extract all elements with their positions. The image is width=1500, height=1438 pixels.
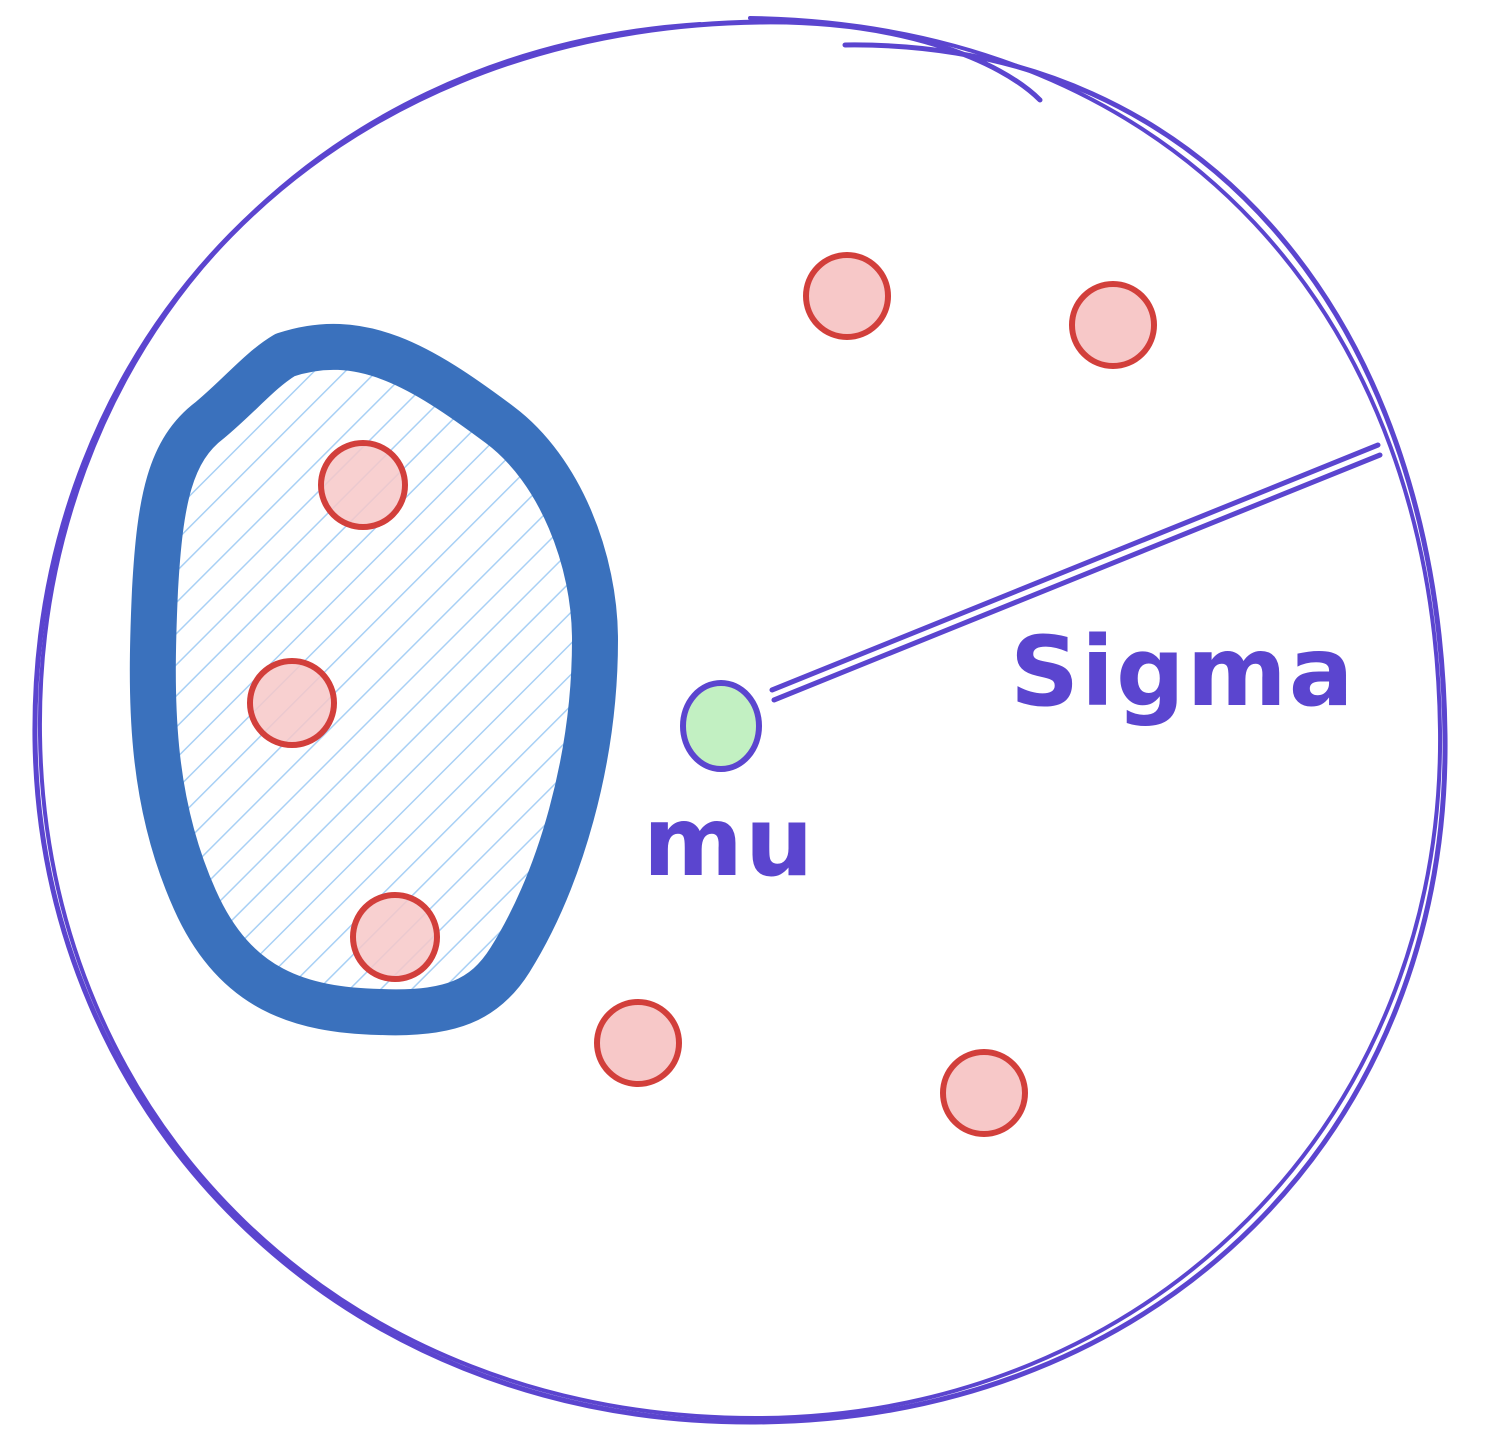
- sample-point: [247, 658, 337, 748]
- sample-point: [1069, 281, 1157, 369]
- mu-label: mu: [643, 786, 815, 898]
- mean-point: [680, 680, 762, 772]
- outer-boundary-circle: [32, 16, 1448, 1425]
- sample-point: [940, 1049, 1028, 1137]
- selected-region-fill: [129, 323, 618, 1036]
- sample-point: [350, 892, 440, 982]
- sample-point: [594, 999, 682, 1087]
- sample-point: [318, 440, 408, 530]
- sigma-label: Sigma: [1010, 616, 1356, 728]
- sigma-radius-line: [769, 442, 1383, 703]
- outer-circle-stroke-1: [32, 19, 1448, 1425]
- outer-circle-stroke-2: [37, 16, 1443, 1421]
- selected-region: [129, 323, 618, 1036]
- sample-point: [803, 252, 891, 340]
- sample-points: [247, 252, 1157, 1137]
